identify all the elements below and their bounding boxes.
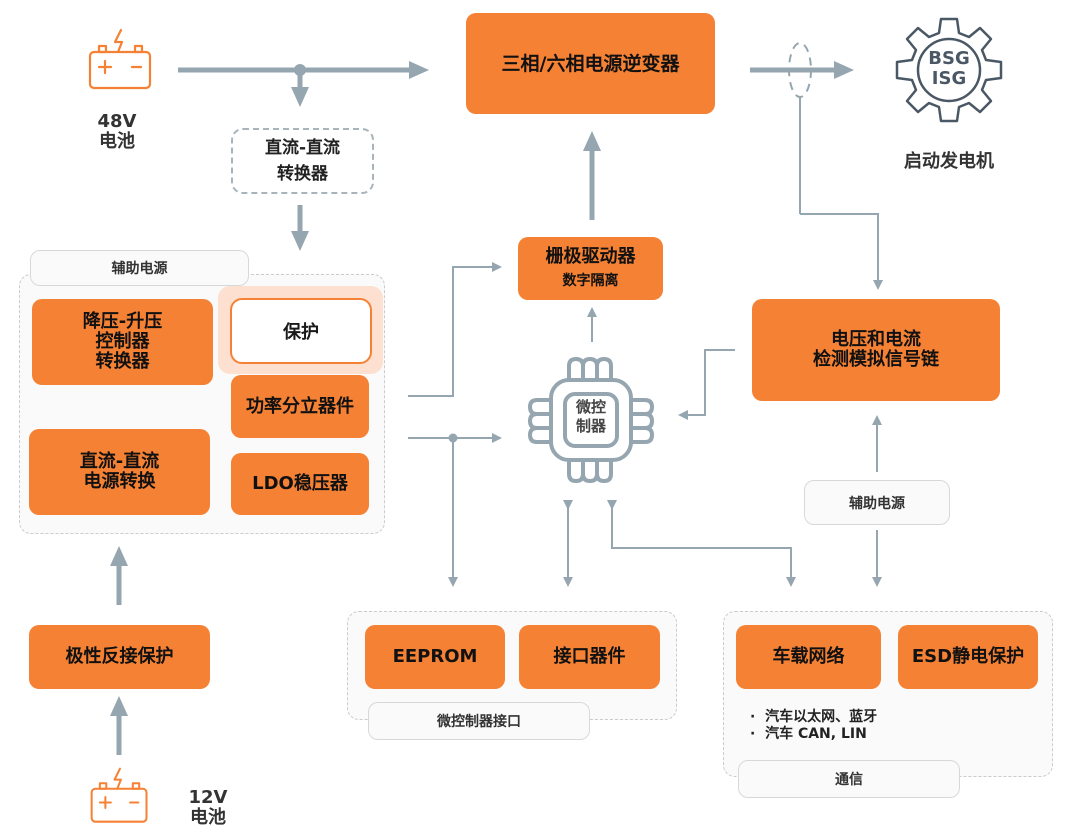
comm-bullets: · 汽车以太网、蓝牙 · 汽车 CAN, LIN	[750, 709, 877, 743]
comm-tag: 通信	[738, 760, 960, 798]
inverter-box: 三相/六相电源逆变器	[466, 13, 715, 114]
esd-box: ESD静电保护	[898, 625, 1038, 689]
chip-icon	[528, 357, 654, 483]
battery-48v-icon	[88, 28, 152, 90]
bullet-item: · 汽车以太网、蓝牙	[750, 709, 878, 725]
dcdc-converter-box: 直流-直流 转换器	[231, 128, 374, 194]
mcu-interface-tag: 微控制器接口	[368, 702, 590, 740]
ldo-box: LDO稳压器	[231, 453, 369, 515]
bullet-item: · 汽车 CAN, LIN	[750, 726, 867, 742]
battery-12v-label: 12V 电池	[188, 787, 228, 828]
gate-driver-title: 栅极驱动器	[545, 245, 636, 267]
motor-badge: BSG ISG	[928, 48, 970, 89]
gear-icon	[895, 17, 1003, 123]
gate-driver-box: 栅极驱动器 数字隔离	[518, 237, 663, 300]
aux-power-right-tag: 辅助电源	[804, 480, 950, 525]
battery-12v-icon	[90, 767, 148, 823]
aux-power-tag: 辅助电源	[30, 250, 249, 286]
mcu-label: 微控 制器	[575, 398, 606, 435]
eeprom-box: EEPROM	[365, 625, 505, 689]
protection-box: 保护	[230, 298, 372, 364]
power-discrete-box: 功率分立器件	[231, 375, 369, 438]
motor-label: 启动发电机	[904, 151, 994, 172]
network-box: 车载网络	[736, 625, 881, 689]
battery-48v-label: 48V 电池	[97, 111, 137, 152]
buck-boost-box: 降压-升压 控制器 转换器	[32, 299, 213, 385]
gate-driver-subtitle: 数字隔离	[562, 272, 619, 289]
dcdc-power-box: 直流-直流 电源转换	[29, 429, 210, 515]
sense-chain-box: 电压和电流 检测模拟信号链	[752, 299, 1000, 401]
interface-device-box: 接口器件	[519, 625, 660, 689]
reverse-polarity-box: 极性反接保护	[29, 625, 210, 689]
